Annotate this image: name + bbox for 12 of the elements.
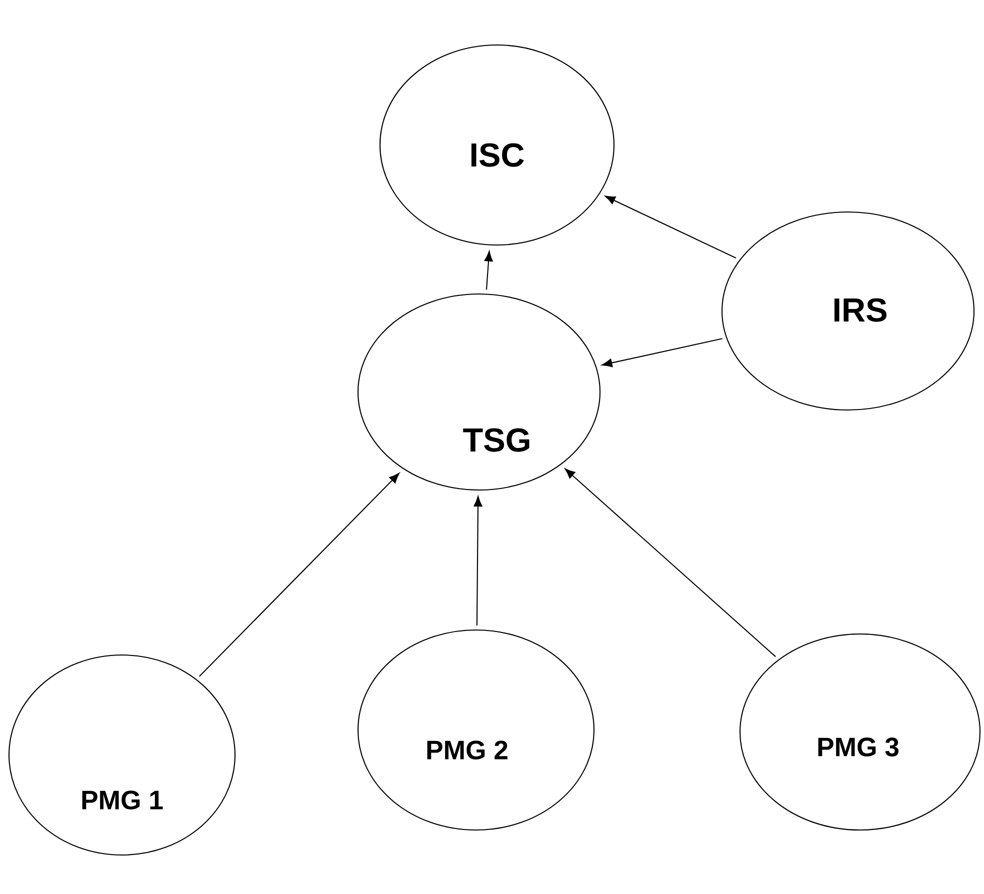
arrow	[604, 196, 736, 258]
ellipse-node: PMG 1	[8, 654, 236, 856]
arrow	[484, 250, 493, 290]
ellipse-node: IRS	[721, 211, 975, 411]
ellipse-node: ISC	[379, 44, 615, 246]
ellipse-node: PMG 3	[739, 633, 981, 831]
arrow	[564, 468, 776, 658]
ellipse-node: TSG	[357, 293, 601, 491]
ellipse-node: PMG 2	[357, 629, 595, 831]
arrow	[602, 338, 722, 368]
arrow	[474, 496, 482, 626]
arrow	[199, 472, 400, 677]
